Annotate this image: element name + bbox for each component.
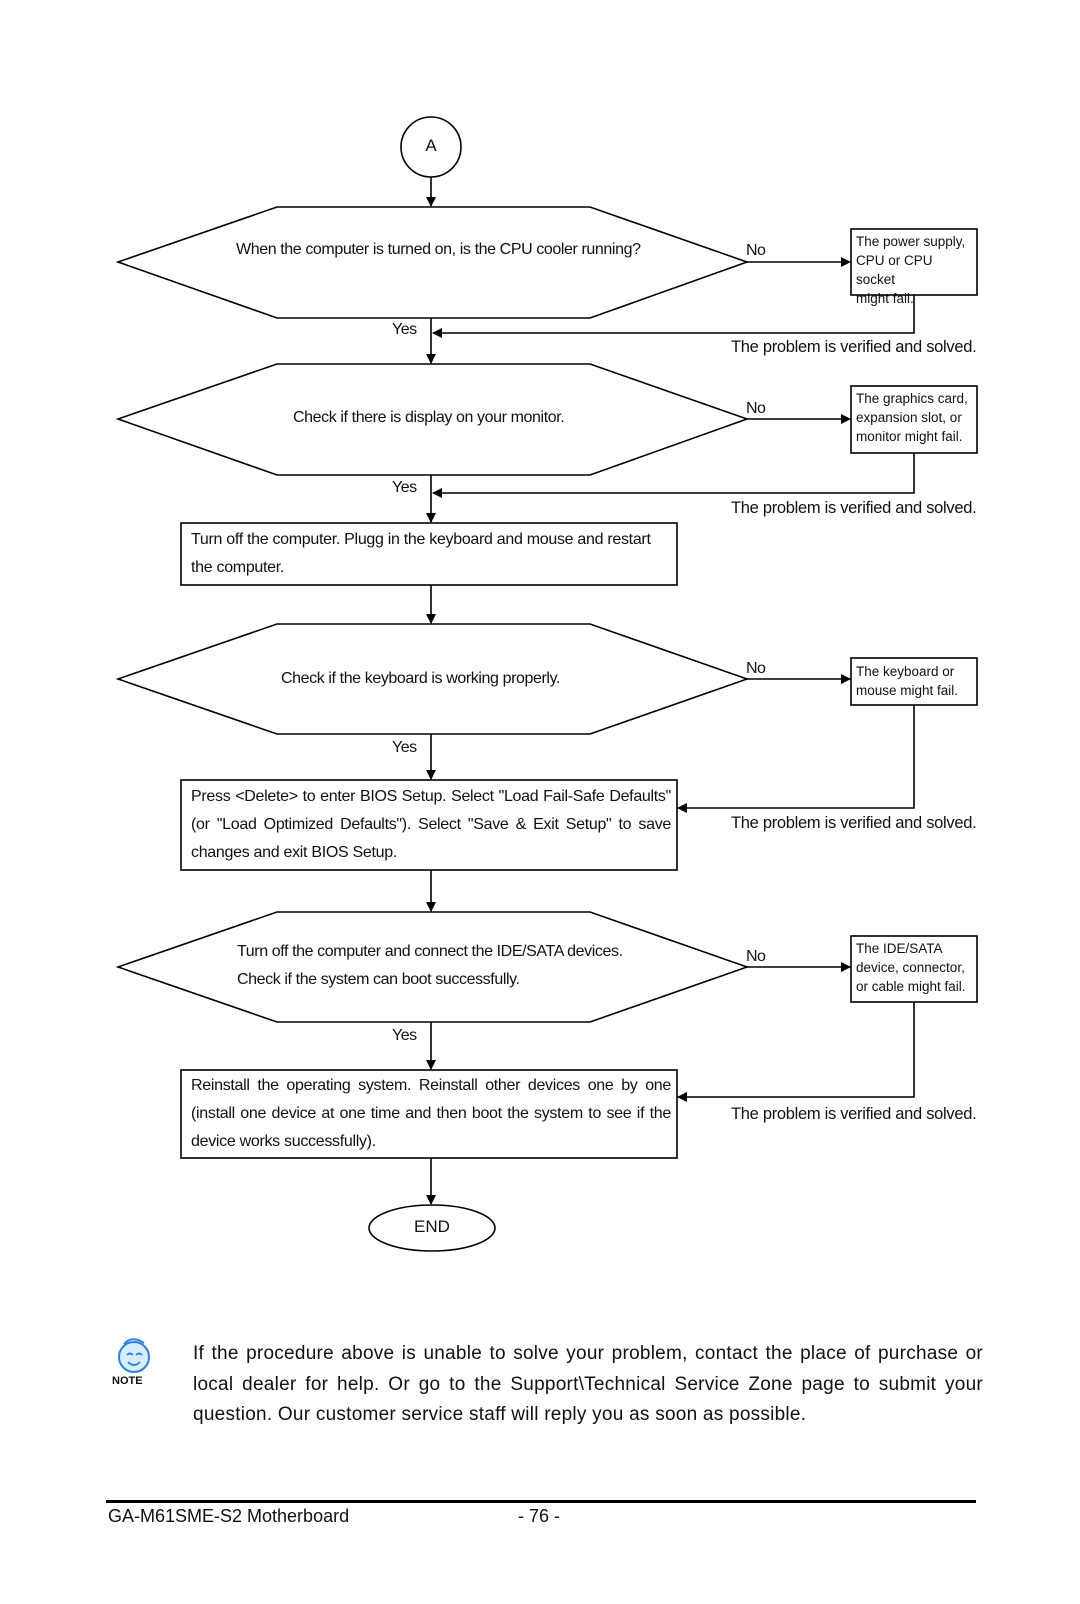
decision-4-text-line-1: Turn off the computer and connect the ID… bbox=[237, 943, 623, 960]
decision-4-text-line-2: Check if the system can boot successfull… bbox=[237, 971, 520, 988]
yes-label: Yes bbox=[392, 321, 417, 338]
return-arrow bbox=[432, 295, 915, 338]
yes-label: Yes bbox=[392, 479, 417, 496]
action-3-text: Reinstall the operating system. Reinstal… bbox=[191, 1077, 671, 1150]
decision-3-text: Check if the keyboard is working properl… bbox=[281, 670, 561, 687]
note-text: If the procedure above is unable to solv… bbox=[193, 1343, 983, 1425]
note-icon: NOTE bbox=[110, 1335, 154, 1387]
return-arrow bbox=[432, 453, 915, 498]
failure-2-text: The graphics card, expansion slot, or mo… bbox=[856, 391, 968, 444]
action-shape bbox=[180, 1069, 678, 1159]
decision-2-text: Check if there is display on your monito… bbox=[293, 409, 565, 426]
decision-shape bbox=[115, 911, 750, 1023]
solved-label: The problem is verified and solved. bbox=[731, 499, 977, 517]
return-arrow bbox=[677, 1002, 915, 1102]
return-arrow bbox=[677, 705, 915, 813]
action-2-text: Press <Delete> to enter BIOS Setup. Sele… bbox=[191, 788, 671, 861]
no-label: No bbox=[746, 660, 766, 677]
page-number: - 76 - bbox=[518, 1506, 561, 1526]
end-label: END bbox=[414, 1217, 450, 1236]
solved-label: The problem is verified and solved. bbox=[731, 1105, 977, 1123]
svg-text:NOTE: NOTE bbox=[112, 1375, 143, 1387]
no-label: No bbox=[746, 400, 766, 417]
no-label: No bbox=[746, 948, 766, 965]
failure-4-text: The IDE/SATA device, connector, or cable… bbox=[856, 941, 966, 994]
yes-label: Yes bbox=[392, 739, 417, 756]
start-label: A bbox=[425, 136, 437, 155]
yes-label: Yes bbox=[392, 1027, 417, 1044]
footer-model-name: GA-M61SME-S2 Motherboard bbox=[108, 1506, 350, 1526]
action-1-text: Turn off the computer. Plugg in the keyb… bbox=[191, 531, 651, 576]
solved-label: The problem is verified and solved. bbox=[731, 814, 977, 832]
failure-3-text: The keyboard or mouse might fail. bbox=[856, 664, 959, 698]
footer-divider bbox=[106, 1500, 976, 1503]
action-shape bbox=[180, 522, 678, 586]
no-label: No bbox=[746, 242, 766, 259]
decision-shape bbox=[115, 206, 750, 319]
end-terminator bbox=[368, 1204, 496, 1252]
decision-1-text: When the computer is turned on, is the C… bbox=[236, 241, 641, 258]
action-shape bbox=[180, 779, 678, 871]
failure-1-text: The power supply, CPU or CPU socket migh… bbox=[856, 234, 966, 306]
solved-label: The problem is verified and solved. bbox=[731, 338, 977, 356]
